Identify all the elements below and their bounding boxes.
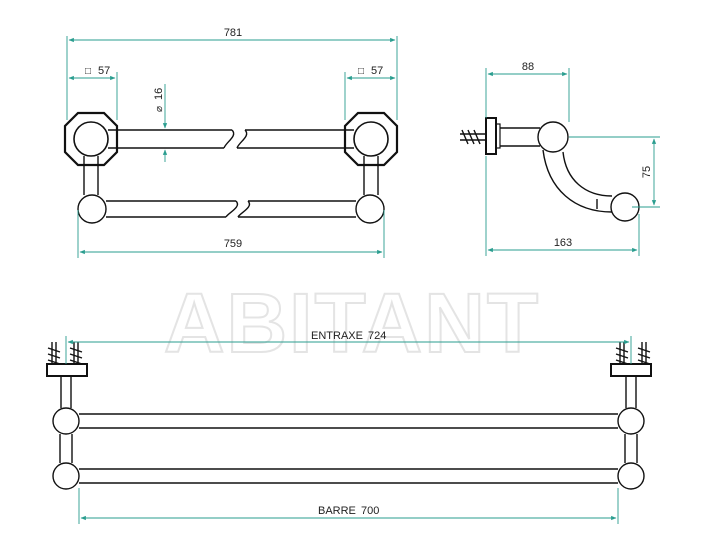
top-view: [46, 342, 652, 490]
projection-label: 88: [522, 61, 534, 73]
right-ball: [355, 194, 385, 224]
bar-length-label: 759: [224, 238, 242, 250]
overall-width-label: 781: [224, 27, 242, 39]
entraxe-label: ENTRAXE: [311, 330, 363, 342]
side-dimensions: [485, 68, 660, 256]
top-left-lower-ball: [52, 462, 80, 490]
top-right-lower-ball: [617, 462, 645, 490]
flange-right-label: 57: [371, 65, 383, 77]
tube-diameter-label: 16: [153, 88, 165, 100]
top-dimensions: [65, 336, 632, 524]
barre-value: 700: [361, 505, 379, 517]
flange-left-label: 57: [98, 65, 110, 77]
left-flange: [63, 111, 119, 167]
wall-plate: [485, 117, 497, 155]
flange-left-symbol: □: [85, 66, 91, 77]
depth-label: 163: [554, 237, 572, 249]
top-right-upper-ball: [617, 407, 645, 435]
right-flange: [343, 111, 399, 167]
upper-bar: [79, 413, 618, 429]
top-left-upper-ball: [52, 407, 80, 435]
left-bracket-plate: [46, 363, 88, 377]
lower-bar: [79, 468, 618, 484]
side-view: [460, 117, 640, 222]
watermark: ABITANT: [164, 276, 540, 370]
right-bracket-plate: [610, 363, 652, 377]
left-ball: [77, 194, 107, 224]
entraxe-value: 724: [368, 330, 386, 342]
side-top-ball: [537, 121, 569, 153]
front-dimensions: [66, 36, 398, 258]
height-label: 75: [641, 166, 653, 178]
flange-right-symbol: □: [358, 66, 364, 77]
diameter-symbol: ⌀: [154, 106, 165, 112]
barre-label: BARRE: [318, 505, 356, 517]
front-view: [63, 111, 399, 224]
